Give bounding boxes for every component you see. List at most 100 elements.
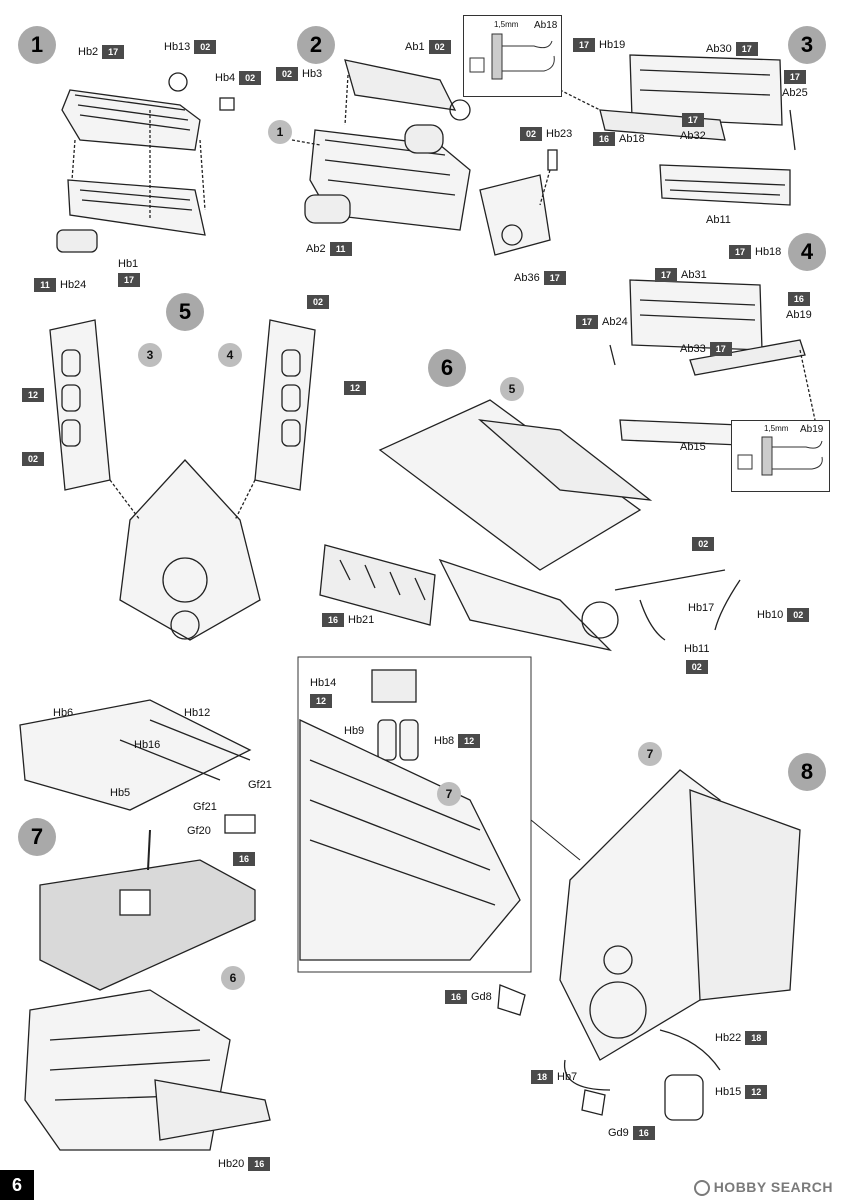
part-label-hb21: 16 Hb21 (322, 613, 374, 627)
step-number-4: 4 (788, 233, 826, 271)
dimension-label: 1,5mm (494, 20, 519, 29)
part-name: Gf21 (248, 779, 272, 791)
part-name: Ab19 (800, 424, 824, 435)
part-label-ab15: Ab15 (680, 440, 706, 454)
part-name: Hb22 (715, 1032, 742, 1044)
part-label-ab25: 17 Ab25 (782, 70, 808, 100)
color-code: 02 (22, 452, 44, 466)
part-label-hb22: Hb22 18 (715, 1031, 768, 1045)
color-code: 17 (783, 70, 806, 84)
step-number-8: 8 (788, 753, 826, 791)
part-label-hb2: Hb2 17 (78, 45, 125, 59)
subassembly-ref-1: 1 (268, 120, 292, 144)
step-8-drawing (297, 656, 801, 1121)
part-name: Gf20 (187, 825, 211, 837)
part-label-hb15: Hb15 12 (715, 1085, 768, 1099)
watermark-logo: HOBBY SEARCH (693, 1178, 833, 1196)
color-label-16: 16 (233, 852, 255, 866)
part-name: Hb1 (118, 258, 139, 270)
part-name: Ab18 (619, 133, 645, 145)
part-name: Hb4 (215, 72, 236, 84)
subassembly-ref-7: 7 (638, 742, 662, 766)
part-label-ab2: Ab2 11 (306, 242, 352, 256)
part-label-gd8: 16 Gd8 (445, 990, 492, 1004)
part-label-hb1: Hb1 17 (118, 257, 140, 287)
subassembly-ref-6: 6 (221, 966, 245, 990)
color-label-02-a: 02 (307, 295, 329, 309)
color-code: 12 (344, 381, 366, 395)
subassembly-ref-7-inset: 7 (437, 782, 461, 806)
color-label-12-b: 12 (344, 381, 366, 395)
color-code: 02 (520, 127, 542, 141)
part-label-hb13: Hb13 02 (164, 40, 217, 54)
part-label-hb12: Hb12 (184, 706, 210, 720)
color-code: 16 (787, 292, 810, 306)
part-name: Hb3 (302, 68, 323, 80)
color-code: 02 (239, 71, 262, 85)
part-name: Hb9 (344, 725, 365, 737)
part-name: Ab36 (514, 272, 540, 284)
part-label-hb5: Hb5 (110, 786, 130, 800)
step-5-drawing (49, 319, 316, 641)
part-name: Hb6 (53, 707, 74, 719)
part-label-hb23: 02 Hb23 (520, 127, 572, 141)
color-code: 11 (34, 278, 56, 292)
part-name: Hb12 (184, 707, 211, 719)
part-name: Ab15 (680, 441, 706, 453)
part-name: Hb2 (78, 46, 99, 58)
color-label-12-a: 12 (22, 388, 44, 402)
color-label-02-b: 02 (22, 452, 44, 466)
step-3-drawing (559, 54, 796, 206)
part-name: Ab24 (602, 316, 628, 328)
part-name: Ab25 (782, 87, 808, 99)
color-code: 12 (745, 1085, 768, 1099)
logo-icon (693, 1180, 710, 1196)
color-code: 18 (745, 1031, 768, 1045)
part-name: Hb20 (218, 1158, 245, 1170)
part-label-ab1: Ab1 02 (405, 40, 451, 54)
part-name: Ab19 (786, 309, 812, 321)
watermark-text: HOBBY SEARCH (713, 1178, 833, 1195)
color-code: 12 (22, 388, 44, 402)
part-name: Hb16 (134, 739, 161, 751)
part-name: Ab11 (706, 214, 731, 226)
part-label-ab30: Ab30 17 (706, 42, 758, 56)
color-code: 11 (329, 242, 352, 256)
part-name: Hb11 (684, 643, 710, 655)
part-label-hb20: Hb20 16 (218, 1157, 271, 1171)
part-name: Gd8 (471, 991, 492, 1003)
subassembly-ref-3: 3 (138, 343, 162, 367)
part-name: Ab32 (680, 130, 706, 142)
color-code: 02 (307, 295, 329, 309)
part-name: Gf21 (193, 801, 217, 813)
part-label-hb18: 17 Hb18 (729, 245, 781, 259)
subassembly-ref-4: 4 (218, 343, 242, 367)
part-name: Hb24 (60, 279, 87, 291)
color-code: 16 (593, 132, 615, 146)
page-number: 6 (0, 1170, 34, 1200)
part-label-hb8: Hb8 12 (434, 734, 481, 748)
detail-inset-ab19: 1,5mm Ab19 (731, 420, 830, 492)
color-code: 16 (248, 1157, 271, 1171)
part-label-ab18: 16 Ab18 (593, 132, 645, 146)
color-code: 17 (102, 45, 125, 59)
part-name: Hb5 (110, 787, 131, 799)
step-1-drawing (56, 72, 235, 253)
part-name: Hb14 (310, 677, 337, 689)
part-name: Hb19 (599, 39, 626, 51)
step-number-6: 6 (428, 349, 466, 387)
part-name: Ab33 (680, 343, 706, 355)
part-name: Hb18 (755, 246, 782, 258)
step-number-2: 2 (297, 26, 335, 64)
part-label-hb24: 11 Hb24 (34, 278, 86, 292)
part-name: Hb17 (688, 602, 715, 614)
part-label-hb17: Hb17 02 (688, 537, 715, 615)
step-number-3: 3 (788, 26, 826, 64)
part-label-hb7: 18 Hb7 (531, 1070, 577, 1084)
part-name: Ab30 (706, 43, 732, 55)
part-label-ab19: 16 Ab19 (786, 292, 812, 322)
part-label-ab31: 17 Ab31 (655, 268, 707, 282)
subassembly-ref-5: 5 (500, 377, 524, 401)
